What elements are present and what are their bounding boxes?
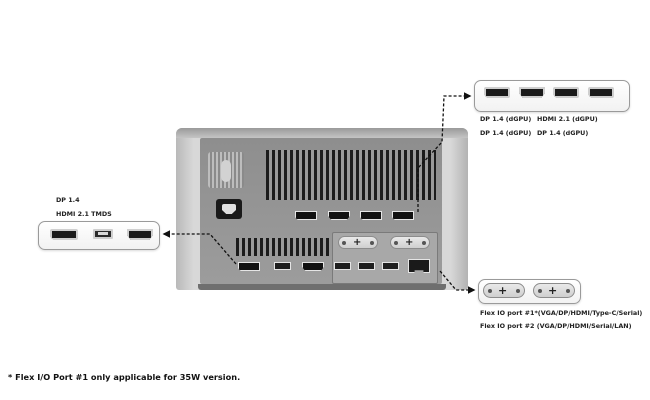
device-hdmi-icon: [302, 262, 324, 271]
device-displayport-icon: [295, 211, 317, 220]
footnote: * Flex I/O Port #1 only applicable for 3…: [8, 372, 241, 382]
device-displayport-icon: [392, 211, 414, 220]
device-usb-a-icon: [382, 262, 399, 270]
device-usb-a-icon: [358, 262, 375, 270]
device-displayport-icon: [360, 211, 382, 220]
power-inlet-contacts: [222, 204, 236, 214]
device-hdmi-icon: [328, 211, 350, 220]
device-flex-io-port-1: +: [338, 236, 378, 249]
top-label-4: DP 1.4 (dGPU): [537, 129, 589, 137]
top-label-1: DP 1.4 (dGPU): [480, 115, 532, 123]
displayport-icon: [588, 87, 614, 98]
left-label-2: HDMI 2.1 TMDS: [56, 210, 112, 218]
fan-hub: [221, 160, 231, 182]
top-label-3: DP 1.4 (dGPU): [480, 129, 532, 137]
flex-io-icon: +: [483, 283, 525, 298]
chassis-top-edge: [176, 128, 468, 138]
device-flex-io-port-2: +: [390, 236, 430, 249]
displayport-icon: [553, 87, 579, 98]
arrow-to-top-callout: [417, 92, 472, 212]
hdmi-icon: [127, 229, 153, 240]
top-label-2: HDMI 2.1 (dGPU): [537, 115, 598, 123]
arrow-to-left-callout: [162, 230, 237, 265]
right-label-2: Flex IO port #2 (VGA/DP/HDMI/Serial/LAN): [480, 322, 632, 330]
device-displayport-icon: [238, 262, 260, 271]
device-usb-a-icon: [274, 262, 291, 270]
flex-io-icon: +: [533, 283, 575, 298]
device-usb-a-icon: [334, 262, 351, 270]
hdmi-icon: [519, 87, 545, 98]
vent-grille-top: [266, 150, 436, 200]
left-label-1: DP 1.4: [56, 196, 80, 204]
right-label-1: Flex IO port #1*(VGA/DP/HDMI/Type-C/Seri…: [480, 309, 643, 317]
displayport-icon: [50, 229, 78, 240]
vent-grille-lower: [236, 238, 330, 256]
chassis-foot: [198, 284, 446, 290]
displayport-icon: [484, 87, 510, 98]
usb-a-icon: [93, 229, 113, 239]
arrow-to-right-callout: [439, 270, 476, 294]
